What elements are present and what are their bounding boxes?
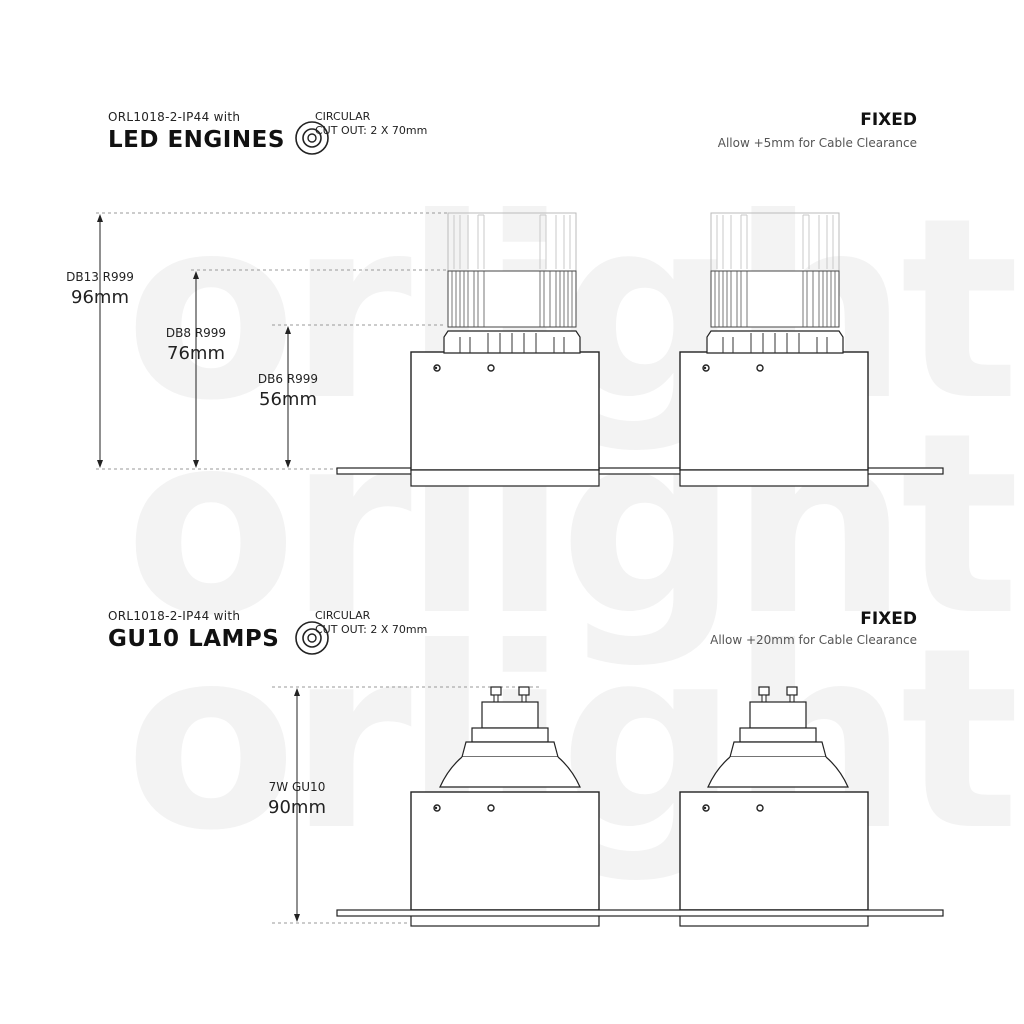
- section2-cutout-line2: CUT OUT: 2 X 70mm: [315, 623, 428, 636]
- dim-db13-mm: 96mm: [71, 287, 129, 308]
- dim-db6-mm: 56mm: [259, 389, 317, 410]
- section2-title: GU10 LAMPS: [108, 626, 280, 652]
- dim-gu10-mm: 90mm: [268, 797, 326, 818]
- section1-cutout-line2: CUT OUT: 2 X 70mm: [315, 124, 428, 137]
- section2-cutout-line1: CIRCULAR: [315, 609, 371, 622]
- section1-cutout-line1: CIRCULAR: [315, 110, 371, 123]
- section2-allow: Allow +20mm for Cable Clearance: [710, 633, 917, 647]
- dim-db6-code: DB6 R999: [257, 372, 319, 386]
- dim-db8-code: DB8 R999: [165, 326, 227, 340]
- circular-cutout-icon: [295, 121, 329, 155]
- section1-allow: Allow +5mm for Cable Clearance: [717, 136, 917, 150]
- section2-fixed: FIXED: [860, 609, 917, 629]
- circular-cutout-icon-2: [295, 621, 329, 655]
- section1-subtitle: ORL1018-2-IP44 with: [108, 110, 241, 124]
- dim-gu10-code: 7W GU10: [268, 780, 326, 794]
- dim-db13-code: DB13 R999: [66, 270, 134, 284]
- section2-subtitle: ORL1018-2-IP44 with: [108, 609, 241, 623]
- section1-title: LED ENGINES: [108, 127, 285, 153]
- dim-db8-mm: 76mm: [167, 343, 225, 364]
- section1-fixed: FIXED: [860, 110, 917, 130]
